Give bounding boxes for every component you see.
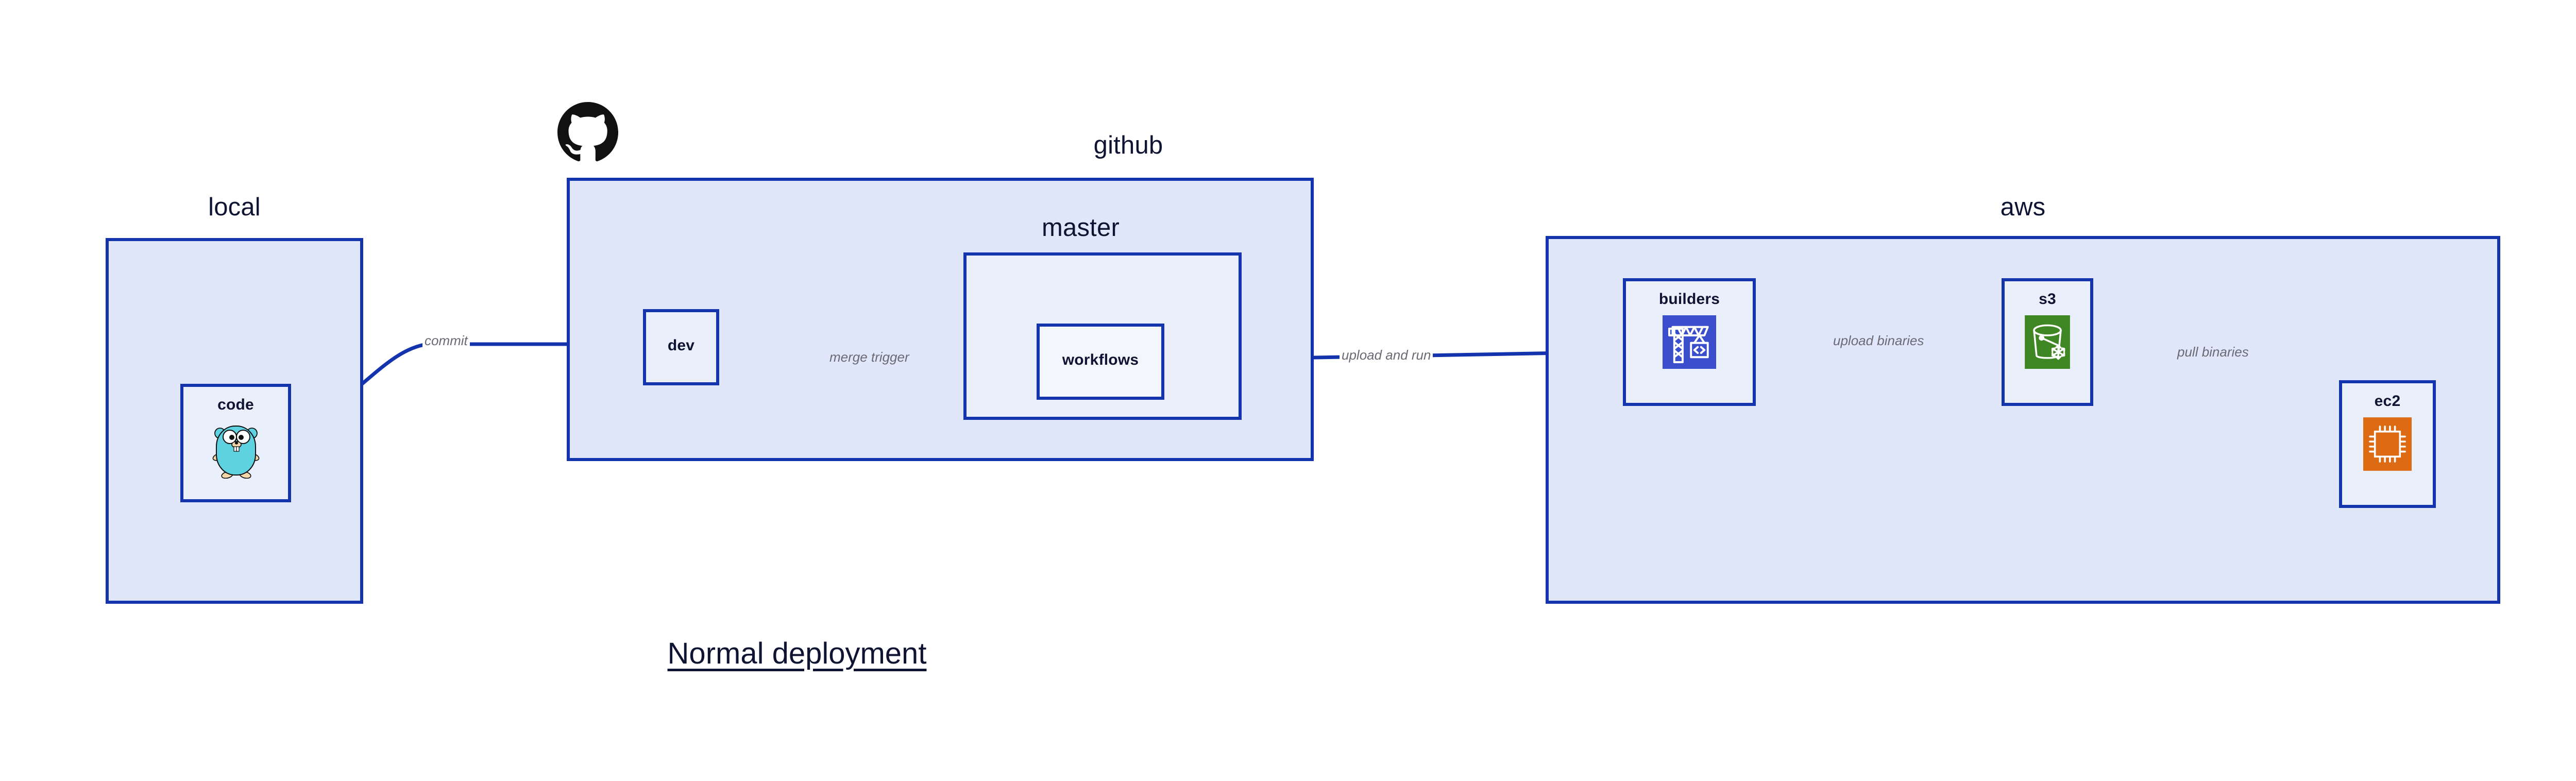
aws-s3-bucket-icon [2025,315,2070,371]
group-label-local: local [208,193,261,221]
edge-label-commit: commit [422,334,470,347]
node-label-dev: dev [667,337,695,354]
edge-label-upload-binaries: upload binaries [1831,334,1926,347]
node-label-s3: s3 [2039,291,2056,308]
group-label-master: master [1042,214,1120,242]
go-gopher-icon [211,421,261,481]
node-workflows[interactable]: workflows [1037,324,1164,400]
group-label-github: github [1093,131,1163,159]
aws-ec2-chip-icon [2363,417,2412,473]
edge-label-merge-trigger: merge trigger [827,350,911,364]
edge-label-pull-binaries: pull binaries [2175,345,2251,359]
node-label-ec2: ec2 [2374,393,2401,410]
group-label-aws: aws [2000,193,2046,221]
node-dev[interactable]: dev [643,309,719,385]
node-label-code: code [217,396,254,413]
node-ec2[interactable]: ec2 [2339,380,2436,508]
node-builders[interactable]: builders [1623,278,1756,406]
aws-codebuild-crane-icon [1663,315,1716,371]
node-label-builders: builders [1658,291,1720,308]
diagram-title: Normal deployment [667,637,927,670]
edge-label-upload-and-run: upload and run [1340,348,1433,362]
github-octocat-icon [557,102,618,165]
node-label-workflows: workflows [1062,351,1139,368]
node-code[interactable]: code [180,384,291,502]
node-s3[interactable]: s3 [2002,278,2093,406]
